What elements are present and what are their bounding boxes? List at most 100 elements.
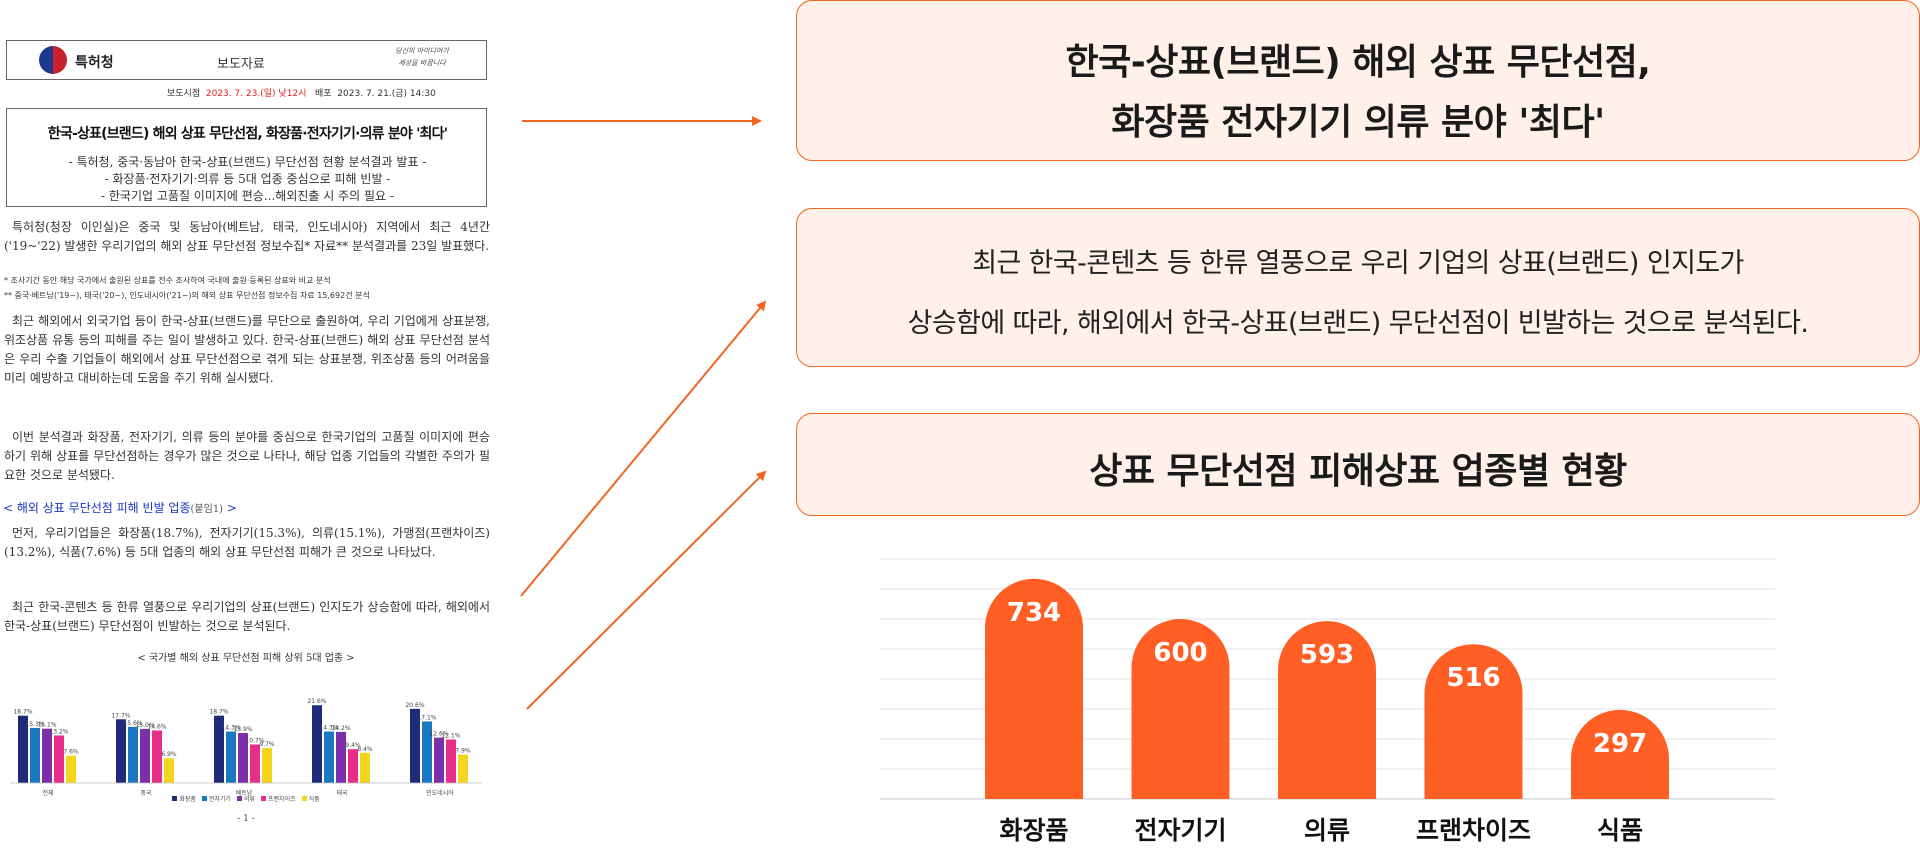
mini-chart-bar [336, 731, 346, 783]
mini-chart-data-label: 9.4% [345, 742, 361, 749]
legend-label: 프랜차이즈 [268, 796, 296, 803]
mini-chart-bar [152, 730, 162, 783]
mini-chart-data-label: 7.6% [63, 749, 79, 756]
mini-chart-bar [164, 758, 174, 783]
document-subtitle: - 한국기업 고품질 이미지에 편승...해외진출 시 주의 필요 - [101, 189, 394, 203]
agency-slogan: 당신의 아이디어가 세상을 바꿉니다 [387, 45, 457, 69]
bar-category-label: 화장품 [999, 816, 1068, 845]
mini-chart-bar [324, 731, 334, 783]
distribution-label: 배포 [315, 89, 332, 99]
mini-chart-data-label: 14.2% [331, 725, 350, 732]
paragraph: 최근 한국-콘텐츠 등 한류 열풍으로 우리기업의 상표(브랜드) 인지도가 상… [4, 600, 490, 633]
title-box: 한국-상표(브랜드) 해외 상표 무단선점, 화장품·전자기기·의류 분야 '최… [6, 108, 487, 207]
footnote: ** 중국·베트남('19~), 태국('20~), 인도네시아('21~)의 … [4, 291, 370, 300]
mini-chart-data-label: 9.7% [259, 741, 275, 748]
mini-chart-data-label: 17.1% [417, 714, 436, 721]
mini-chart-bar [66, 755, 76, 783]
mini-chart-data-label: 8.4% [357, 746, 373, 753]
paragraph: 이번 분석결과 화장품, 전자기기, 의류 등의 분야를 중심으로 한국기업의 … [4, 430, 490, 482]
paragraph: 특허청(청장 이인실)은 중국 및 동남아(베트남, 태국, 인도네시아) 지역… [4, 220, 490, 253]
bar-value-label: 593 [1300, 640, 1354, 670]
mini-legend-item: 식품 [301, 796, 320, 803]
section-heading-close: > [223, 501, 237, 515]
mini-chart-data-label: 6.9% [161, 751, 177, 758]
agency-name: 특허청 [75, 55, 114, 71]
mini-chart-bar [238, 732, 248, 783]
document-title: 한국-상표(브랜드) 해외 상표 무단선점, 화장품·전자기기·의류 분야 '최… [47, 126, 448, 142]
release-label: 보도시점 [167, 89, 201, 99]
summary-line: 최근 한국-콘텐츠 등 한류 열풍으로 우리 기업의 상표(브랜드) 인지도가 [972, 248, 1744, 279]
mini-chart-data-label: 20.6% [405, 702, 424, 709]
mini-chart-caption: < 국가별 해외 상표 무단선점 피해 상위 5대 업종 > [137, 653, 355, 664]
bar-category-label: 식품 [1597, 816, 1643, 845]
chart-bar [1571, 709, 1669, 799]
paragraph: 먼저, 우리기업들은 화장품(18.7%), 전자기기(15.3%), 의류(1… [4, 526, 490, 559]
mini-chart-bar [458, 754, 468, 783]
bar-value-label: 734 [1007, 598, 1061, 628]
bar-value-label: 600 [1153, 638, 1207, 668]
mini-chart-bar [262, 748, 272, 783]
mini-legend-item: 화장품 [172, 796, 196, 803]
footnote: * 조사기간 동안 해당 국가에서 출원된 상표를 전수 조사하여 국내에 출원… [4, 276, 331, 285]
press-release-document: 특허청 보도자료 당신의 아이디어가 세상을 바꿉니다 보도시점 2023. 7… [0, 30, 492, 849]
mini-chart-bar [434, 737, 444, 783]
mini-chart-bar [18, 715, 28, 783]
mini-chart-category-label: 인도네시아 [426, 789, 454, 797]
mini-chart-data-label: 13.9% [233, 726, 252, 733]
mini-chart-data-label: 18.7% [209, 709, 228, 716]
mini-chart-bar [140, 729, 150, 783]
mini-chart-bar [446, 739, 456, 783]
headline-line: 한국-상표(브랜드) 해외 상표 무단선점, [1065, 42, 1651, 83]
mini-chart-data-label: 17.7% [111, 712, 130, 719]
mini-chart-data-label: 14.6% [147, 723, 166, 730]
legend-swatch [301, 796, 307, 801]
mini-chart-data-label: 12.1% [441, 732, 460, 739]
mini-chart-legend: 화장품 전자기기 의류 프랜차이즈 식품 [0, 794, 492, 803]
summary-line: 상승함에 따라, 해외에서 한국-상표(브랜드) 무단선점이 빈발하는 것으로 … [907, 308, 1809, 339]
mini-chart-bar [54, 735, 64, 783]
chart-bar [985, 578, 1083, 799]
mini-chart-category-label: 태국 [336, 789, 348, 797]
chart-bar [1278, 621, 1376, 799]
bar-category-label: 전자기기 [1134, 816, 1226, 845]
distribution-date: 2023. 7. 21.(금) 14:30 [337, 89, 436, 99]
slogan-line: 당신의 아이디어가 [395, 47, 449, 55]
legend-swatch [172, 796, 178, 801]
section-heading-ref: (붙임1) [190, 504, 224, 515]
bar-value-label: 297 [1593, 729, 1647, 759]
mini-chart-bar [312, 705, 322, 783]
mini-chart-data-label: 15.1% [37, 722, 56, 729]
arrow-to-chart [526, 470, 767, 710]
mini-legend-item: 프랜차이즈 [261, 796, 296, 803]
mini-chart-category-label: 베트남 [236, 789, 253, 797]
chart-heading: 상표 무단선점 피해상표 업종별 현황 [1089, 451, 1627, 492]
document-subtitle: - 특허청, 중국·동남아 한국-상표(브랜드) 무단선점 현황 분석결과 발표… [68, 155, 427, 169]
mini-chart-bar [116, 719, 126, 783]
government-emblem-icon [39, 46, 67, 74]
mini-chart-data-label: 14.3% [221, 725, 240, 732]
mini-chart-bar [214, 715, 224, 783]
section-heading-text: < 해외 상표 무단선점 피해 빈발 업종 [3, 501, 191, 515]
mini-chart-data-label: 12.6% [429, 731, 448, 738]
document-header: 특허청 보도자료 당신의 아이디어가 세상을 바꿉니다 [6, 40, 487, 80]
header-title: 보도자료 [217, 57, 265, 72]
mini-legend-item: 전자기기 [201, 796, 231, 803]
legend-swatch [201, 796, 207, 801]
bar-category-label: 의류 [1304, 816, 1350, 845]
mini-chart-data-label: 13.2% [49, 728, 68, 735]
mini-chart-data-label: 14.3% [319, 725, 338, 732]
mini-legend-item: 의류 [236, 796, 255, 803]
chart-bar [1424, 644, 1523, 799]
mini-chart-bar [360, 752, 370, 783]
mini-chart-bar [422, 721, 432, 783]
mini-chart-bar [410, 708, 420, 783]
chart-bar [1131, 619, 1230, 799]
mini-chart-data-label: 18.7% [13, 709, 32, 716]
mini-chart-bar [348, 749, 358, 783]
mini-chart-bar [42, 728, 52, 783]
mini-chart-category-label: 중국 [140, 790, 152, 797]
legend-swatch [261, 796, 267, 801]
mini-chart-data-label: 15.6% [123, 720, 142, 727]
document-subtitle: - 화장품·전자기기·의류 등 5대 업종 중심으로 피해 빈발 - [104, 172, 391, 186]
